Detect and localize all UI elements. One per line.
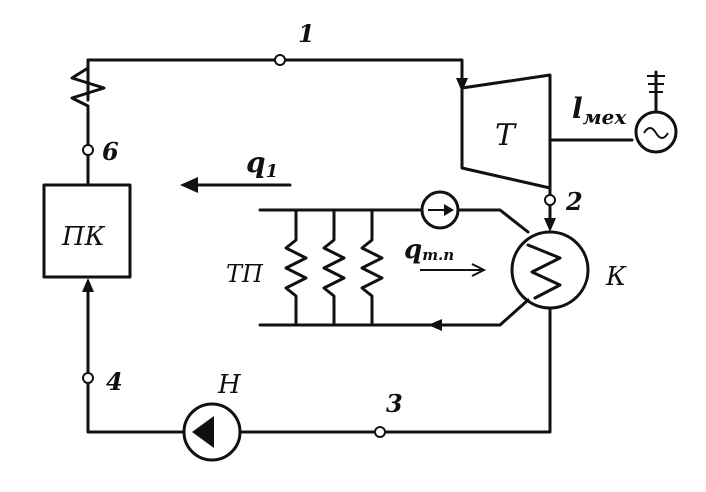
pipe-condenser-to-3 [238,306,552,434]
point-1-label: 1 [298,19,315,48]
state-point-4: 4 [82,367,123,396]
heat-out-sub: т.п [422,246,454,264]
point-4-label: 4 [106,367,123,396]
superheater-coil [70,58,106,152]
svg-text:qт.п: qт.п [404,235,454,265]
point-6-label: 6 [102,137,119,166]
boiler: ПК [42,183,132,279]
state-point-6: 6 [82,137,119,166]
work-label-main: l [572,92,583,125]
pump: Н [182,370,242,462]
heat-input-arrow: q1 [180,146,292,193]
boiler-label: ПК [61,222,106,252]
pipe-pump-to-boiler [86,280,186,434]
turbine: Т [460,73,552,190]
heat-consumer-label: ТП [226,260,264,288]
state-point-3: 3 [374,389,403,438]
svg-text:q1: q1 [246,146,278,182]
point-2-label: 2 [565,187,583,216]
heat-in-label: q [246,146,266,179]
condenser-label: К [605,262,627,292]
heat-out-label: q [404,235,422,265]
condenser: К [510,230,627,310]
turbine-label: Т [495,118,517,153]
work-label-sub: мех [583,105,628,129]
pump-label: Н [217,370,242,400]
top-pipe [86,58,468,102]
heat-in-sub: 1 [266,161,279,182]
point-3-label: 3 [386,389,403,418]
heat-consumer-circuit: ТП [226,190,530,331]
heat-output-arrow: qт.п [404,235,487,277]
work-label: lмех [572,92,627,129]
generator [634,70,678,154]
state-point-2: 2 [544,187,583,216]
state-point-1: 1 [274,19,315,66]
